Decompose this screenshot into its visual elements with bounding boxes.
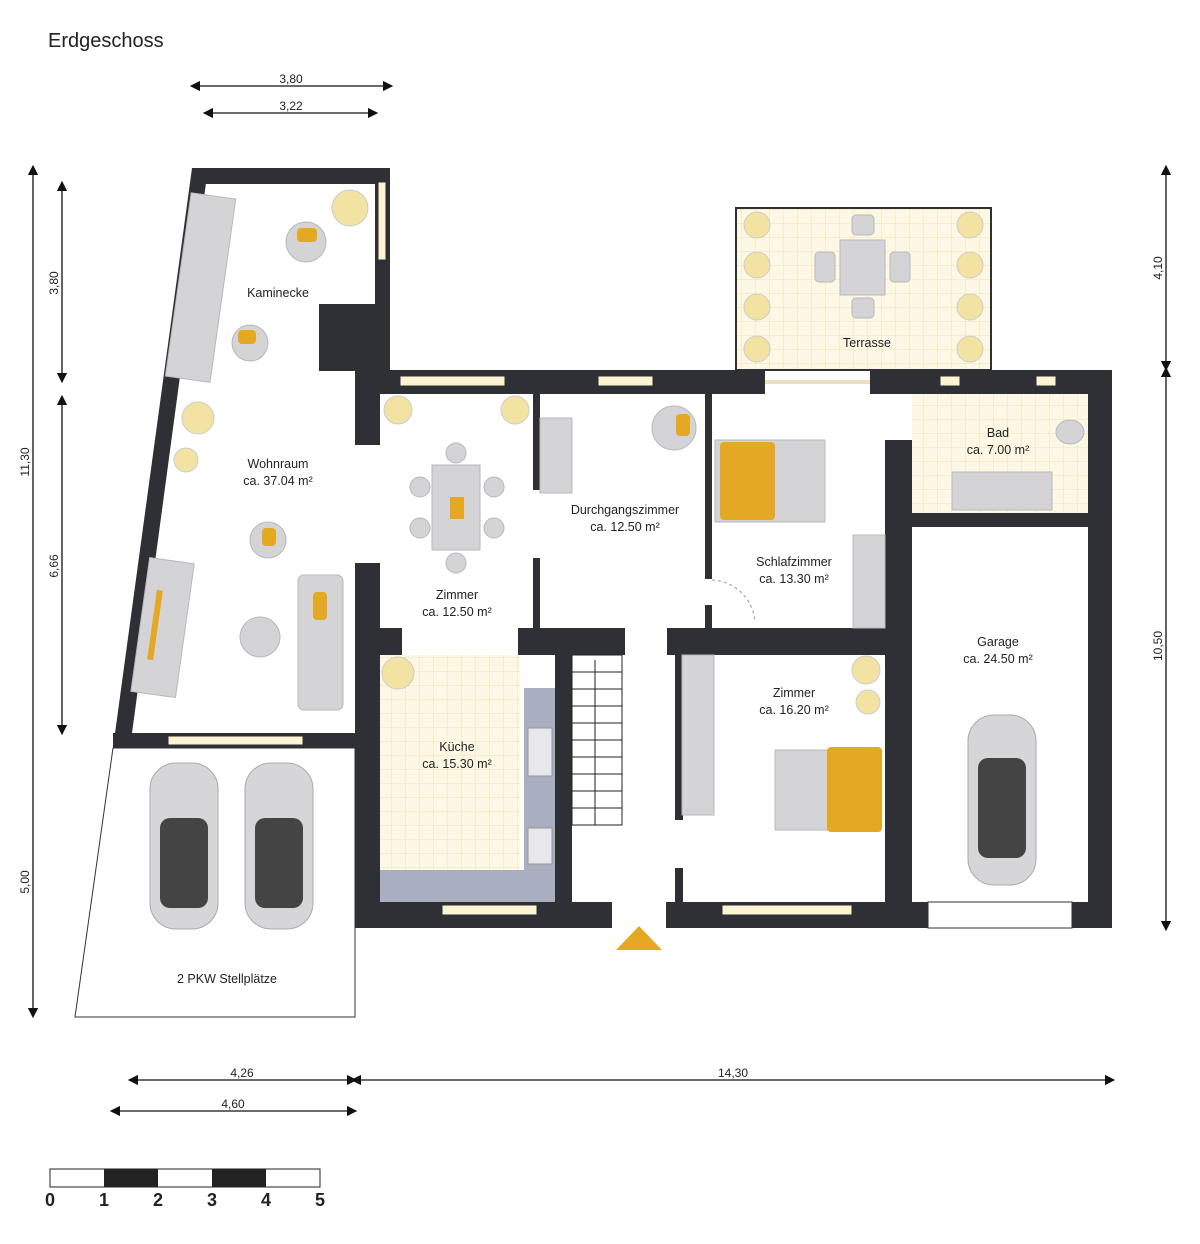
room-name-stellplaetze: 2 PKW Stellplätze (177, 972, 277, 986)
scale-bar: 0 1 2 3 4 5 (45, 1168, 325, 1210)
kitchen-floor (380, 655, 520, 870)
room-name-garage: Garage (977, 635, 1019, 649)
dim-left-total: 11,30 (18, 447, 32, 476)
room-area-bad: ca. 7.00 m² (967, 443, 1030, 457)
room-area-zimmer: ca. 12.50 m² (422, 605, 491, 619)
room-labels: Kaminecke Wohnraum ca. 37.04 m² Zimmer c… (177, 286, 1033, 986)
windows (167, 181, 1073, 929)
room-name-kueche: Küche (439, 740, 474, 754)
dim-left-upper: 3,80 (47, 271, 61, 295)
room-area-kueche: ca. 15.30 m² (422, 757, 491, 771)
dim-bottom-left-outer: 4,60 (221, 1097, 245, 1111)
room-name-durchgangszimmer: Durchgangszimmer (571, 503, 679, 517)
scale-label-0: 0 (45, 1190, 55, 1210)
dim-bottom-right: 14,30 (718, 1066, 748, 1080)
scale-label-5: 5 (315, 1190, 325, 1210)
dim-top-outer: 3,80 (279, 72, 303, 86)
dim-right-upper: 4,10 (1151, 256, 1165, 280)
room-name-zimmer: Zimmer (436, 588, 478, 602)
room-area-zimmer-2: ca. 16.20 m² (759, 703, 828, 717)
room-area-garage: ca. 24.50 m² (963, 652, 1032, 666)
scale-label-2: 2 (153, 1190, 163, 1210)
dim-bottom-left-inner: 4,26 (230, 1066, 254, 1080)
kitchen-stove (527, 827, 553, 865)
dim-left-middle: 6,66 (47, 554, 61, 578)
dim-top-inner: 3,22 (279, 99, 303, 113)
floor-title: Erdgeschoss (48, 30, 164, 52)
walls (113, 168, 1112, 928)
entrance-arrow-icon (616, 926, 662, 950)
dim-right-lower: 10,50 (1151, 631, 1165, 661)
room-name-bad: Bad (987, 426, 1009, 440)
room-area-durchgangszimmer: ca. 12.50 m² (590, 520, 659, 534)
door-swing (711, 579, 756, 623)
room-area-wohnraum: ca. 37.04 m² (243, 474, 312, 488)
dimension-lines (27, 80, 1172, 1117)
staircase (571, 654, 623, 826)
room-name-kaminecke: Kaminecke (247, 286, 309, 300)
dimension-labels: 3,80 3,22 11,30 3,80 6,66 5,00 4,10 10,5… (18, 72, 1165, 1111)
car-icons (149, 714, 1037, 930)
dim-left-lower: 5,00 (18, 870, 32, 894)
room-name-terrasse: Terrasse (843, 336, 891, 350)
room-name-schlafzimmer: Schlafzimmer (756, 555, 832, 569)
room-area-schlafzimmer: ca. 13.30 m² (759, 572, 828, 586)
kitchen-sink (527, 727, 553, 777)
scale-label-3: 3 (207, 1190, 217, 1210)
room-name-zimmer-2: Zimmer (773, 686, 815, 700)
scale-label-4: 4 (261, 1190, 271, 1210)
kitchen-counter (380, 870, 556, 902)
furniture (130, 192, 1085, 832)
scale-label-1: 1 (99, 1190, 109, 1210)
plant-icons (173, 189, 984, 715)
room-name-wohnraum: Wohnraum (248, 457, 309, 471)
